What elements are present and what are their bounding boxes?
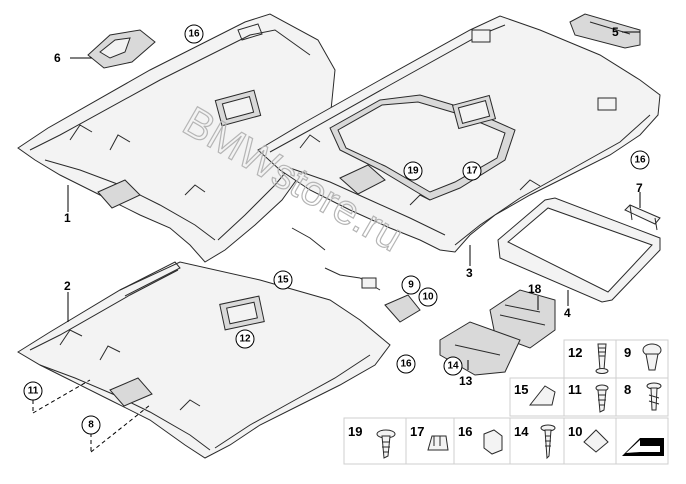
arrow-icon — [622, 438, 664, 456]
legend-num-8: 8 — [624, 382, 631, 397]
callout-2: 2 — [64, 279, 71, 293]
fastener-16-pad-icon — [483, 429, 503, 455]
part-7-clip — [624, 204, 661, 231]
circle-9: 9 — [401, 275, 421, 295]
circle-15: 15 — [273, 270, 293, 290]
legend-cell-14 — [509, 417, 565, 465]
svg-text:15: 15 — [277, 275, 289, 286]
callout-4: 4 — [564, 306, 571, 320]
legend-num-14: 14 — [514, 424, 529, 439]
circle-8: 8 — [81, 415, 101, 435]
legend-num-11: 11 — [568, 382, 582, 397]
fastener-legend: 12 9 11 8 15 19 17 16 14 10 — [343, 339, 669, 465]
legend-num-17: 17 — [410, 424, 424, 439]
legend-num-19: 19 — [348, 424, 362, 439]
callout-3: 3 — [466, 266, 473, 280]
svg-text:12: 12 — [239, 334, 251, 345]
part-connector — [361, 277, 377, 289]
circle-17: 17 — [462, 161, 482, 181]
fastener-10-clip-icon — [583, 429, 609, 453]
svg-text:8: 8 — [88, 420, 94, 431]
fastener-9-clip-icon — [642, 343, 662, 371]
legend-num-15: 15 — [514, 382, 528, 397]
svg-text:14: 14 — [447, 361, 459, 372]
circle-19: 19 — [403, 161, 423, 181]
callout-6: 6 — [54, 51, 61, 65]
svg-text:9: 9 — [408, 280, 414, 291]
fastener-19-screw-icon — [376, 429, 396, 459]
fastener-11-screw-icon — [595, 384, 609, 413]
legend-cell-19 — [343, 417, 407, 465]
svg-text:16: 16 — [400, 359, 412, 370]
svg-text:16: 16 — [634, 155, 646, 166]
circle-11: 11 — [23, 381, 43, 401]
fastener-12-pin-icon — [595, 343, 609, 374]
leader-8b — [90, 404, 151, 453]
circle-10: 10 — [418, 287, 438, 307]
leader-11b — [32, 379, 91, 414]
callout-18: 18 — [528, 282, 542, 296]
fastener-15-bracket-icon — [528, 385, 556, 406]
callout-13: 13 — [459, 374, 473, 388]
circle-16-right: 16 — [630, 150, 650, 170]
fastener-8-pushpin-icon — [646, 382, 662, 411]
legend-num-10: 10 — [568, 424, 582, 439]
circle-12: 12 — [235, 329, 255, 349]
callout-5: 5 — [612, 25, 619, 39]
headliner-part-1 — [17, 13, 336, 263]
callout-1: 1 — [64, 211, 71, 225]
svg-text:16: 16 — [188, 29, 200, 40]
svg-text:19: 19 — [407, 166, 419, 177]
circle-16-top: 16 — [184, 24, 204, 44]
fastener-17-clip-icon — [427, 435, 449, 451]
callout-7: 7 — [636, 181, 643, 195]
part-4-seal — [497, 197, 661, 303]
headliner-part-2 — [17, 261, 391, 459]
legend-num-16: 16 — [458, 424, 472, 439]
svg-text:17: 17 — [466, 166, 478, 177]
circle-14: 14 — [443, 356, 463, 376]
svg-text:10: 10 — [422, 292, 434, 303]
legend-num-9: 9 — [624, 345, 631, 360]
part-9-10-pad — [384, 294, 421, 323]
part-6-bracket — [87, 29, 156, 69]
part-5-cover — [569, 13, 641, 49]
fastener-14-screw-icon — [540, 424, 556, 460]
circle-16-bottom: 16 — [396, 354, 416, 374]
svg-text:11: 11 — [28, 386, 39, 397]
legend-cell-11 — [563, 377, 617, 417]
legend-num-12: 12 — [568, 345, 582, 360]
